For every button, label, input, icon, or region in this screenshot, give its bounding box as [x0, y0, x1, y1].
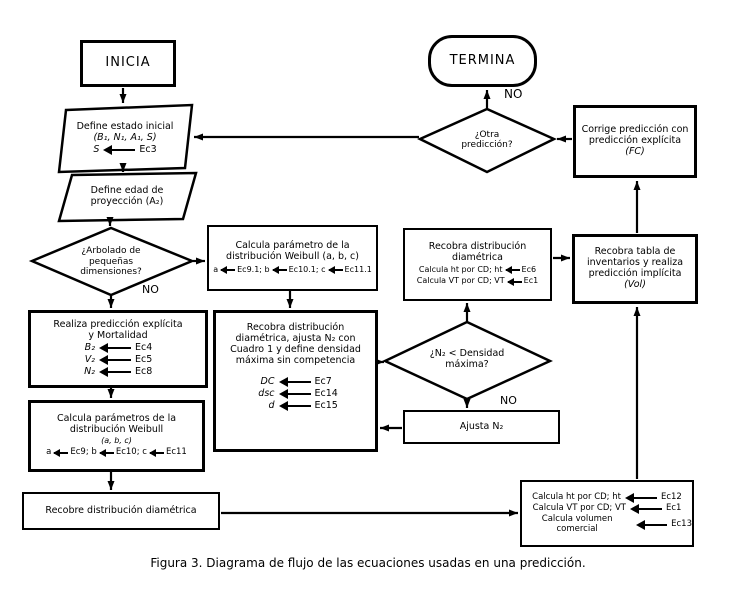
text-line: Ajusta N₂ — [459, 420, 504, 432]
text-line: (B₁, N₁, A₁, S) — [93, 132, 157, 144]
assign-arrow-icon — [636, 519, 668, 530]
assign-arrow-icon — [504, 266, 520, 275]
equation-row: Calcula VT por CD; VT Ec1 — [416, 276, 539, 286]
decision-arbolado-shape — [28, 226, 196, 297]
text-line: Cuadro 1 y define densidad — [230, 343, 361, 355]
text-line: ¿N₂ < Densidad — [429, 348, 505, 360]
assign-arrow-icon — [148, 449, 164, 458]
process-corrige-prediccion: Corrige predicción con predicción explíc… — [573, 105, 697, 178]
text-line: diamétrica, ajusta N₂ con — [235, 332, 356, 344]
equation-row: DC Ec7 — [260, 375, 332, 388]
text-line: Realiza predicción explícita — [53, 319, 183, 331]
text-line: pequeñas — [88, 256, 134, 267]
equation-row: Calcula VT por CD; VT Ec1 — [532, 503, 682, 515]
text-line: ¿Otra — [474, 129, 500, 140]
branch-label-no: NO — [142, 283, 159, 296]
text-line: Define estado inicial — [76, 121, 174, 133]
text-line: ¿Arbolado de — [81, 246, 141, 257]
decision-densidad-shape — [382, 320, 553, 401]
process-calcula-parametro-weibull: Calcula parámetro de la distribución Wei… — [207, 225, 378, 291]
branch-label-no: NO — [504, 87, 523, 101]
equation-row: d Ec15 — [268, 399, 338, 411]
text-line: (FC) — [625, 145, 645, 157]
io-edad-proyeccion-shape — [57, 171, 198, 223]
text-line: y Mortalidad — [88, 330, 148, 342]
text-line: inventarios y realiza — [586, 257, 684, 269]
process-recobra-ajusta: Recobra distribución diamétrica, ajusta … — [213, 310, 378, 452]
equation-row: dsc Ec14 — [258, 387, 338, 400]
equation-row: a Ec9.1; b Ec10.1; c Ec11.1 — [213, 265, 372, 275]
assign-arrow-icon — [629, 504, 662, 515]
decision-otra-prediccion-shape — [417, 107, 557, 174]
text-line: dimensiones? — [80, 267, 142, 278]
assign-arrow-icon — [624, 493, 657, 504]
equation-row: Calcula ht por CD; ht Ec12 — [532, 492, 682, 504]
text-line: (a, b, c) — [101, 435, 132, 445]
equation-row: N₂ Ec8 — [84, 365, 153, 378]
text-line: proyección (A₂) — [90, 196, 164, 207]
assign-arrow-icon — [271, 265, 287, 274]
equation-row: B₂ Ec4 — [84, 342, 153, 354]
text-line: predicción explícita — [588, 135, 682, 147]
start-node: INICIA — [80, 40, 176, 87]
text-line: distribución Weibull (a, b, c) — [226, 251, 359, 263]
text-line: Recobre distribución diamétrica — [45, 504, 197, 516]
figure-caption: Figura 3. Diagrama de flujo de las ecuac… — [150, 556, 586, 570]
assign-arrow-icon — [99, 343, 131, 354]
assign-arrow-icon — [98, 449, 114, 458]
assign-arrow-icon — [99, 367, 131, 378]
assign-arrow-icon — [278, 400, 311, 411]
process-recobre-distribucion: Recobre distribución diamétrica — [22, 492, 220, 530]
equation-row: S Ec3 — [93, 143, 157, 156]
decision-densidad: ¿N₂ < Densidad máxima? — [400, 340, 534, 380]
text-line: Recobra tabla de — [594, 246, 676, 258]
text-line: Recobra distribución — [246, 322, 345, 333]
text-line: (Vol) — [624, 278, 646, 290]
equation-row: V₂ Ec5 — [84, 353, 153, 366]
text-line: Calcula parámetro de la — [235, 240, 350, 252]
assign-arrow-icon — [53, 449, 69, 458]
assign-arrow-icon — [506, 277, 522, 286]
branch-label-no: NO — [500, 394, 517, 407]
process-recobra-distribucion-diametrica: Recobra distribución diamétrica Calcula … — [403, 228, 552, 301]
start-label: INICIA — [105, 55, 151, 71]
process-ajusta-n2: Ajusta N₂ — [403, 410, 560, 444]
decision-arbolado: ¿Arbolado de pequeñas dimensiones? — [54, 236, 168, 288]
io-edad-proyeccion: Define edad de proyección (A₂) — [64, 178, 190, 216]
assign-arrow-icon — [278, 377, 311, 388]
text-line: distribución Weibull — [69, 423, 164, 435]
assign-arrow-icon — [103, 145, 136, 156]
io-estado-inicial: Define estado inicial (B₁, N₁, A₁, S) S … — [62, 112, 188, 166]
text-line: máxima? — [445, 359, 489, 370]
process-calcula-volumenes: Calcula ht por CD; ht Ec12 Calcula VT po… — [520, 480, 694, 547]
equation-row: a Ec9; b Ec10; c Ec11 — [46, 447, 187, 458]
io-estado-inicial-shape — [57, 103, 194, 174]
equation-row: Calcula ht por CD; ht Ec6 — [418, 265, 537, 275]
end-label: TERMINA — [449, 52, 516, 68]
text-line: Recobra distribución — [428, 241, 527, 253]
text-line: Corrige predicción con — [581, 124, 689, 136]
text-line: predicción implícita — [588, 268, 682, 279]
assign-arrow-icon — [220, 265, 236, 274]
text-line: máxima sin competencia — [235, 354, 356, 366]
process-realiza-prediccion: Realiza predicción explícita y Mortalida… — [28, 310, 208, 388]
end-node: TERMINA — [428, 35, 537, 87]
process-calcula-parametros-weibull: Calcula parámetros de la distribución We… — [28, 400, 205, 472]
assign-arrow-icon — [327, 265, 343, 274]
decision-otra-prediccion: ¿Otra predicción? — [437, 122, 537, 158]
assign-arrow-icon — [99, 355, 131, 366]
equation-row: Calcula volumen comercial Ec13 — [541, 514, 692, 534]
text-line: Define edad de — [90, 185, 164, 197]
text-line: predicción? — [461, 140, 513, 150]
text-line: Calcula parámetros de la — [56, 413, 177, 424]
process-recobra-tabla-inventarios: Recobra tabla de inventarios y realiza p… — [572, 234, 698, 304]
text-line: diamétrica — [452, 252, 503, 264]
assign-arrow-icon — [278, 389, 311, 400]
